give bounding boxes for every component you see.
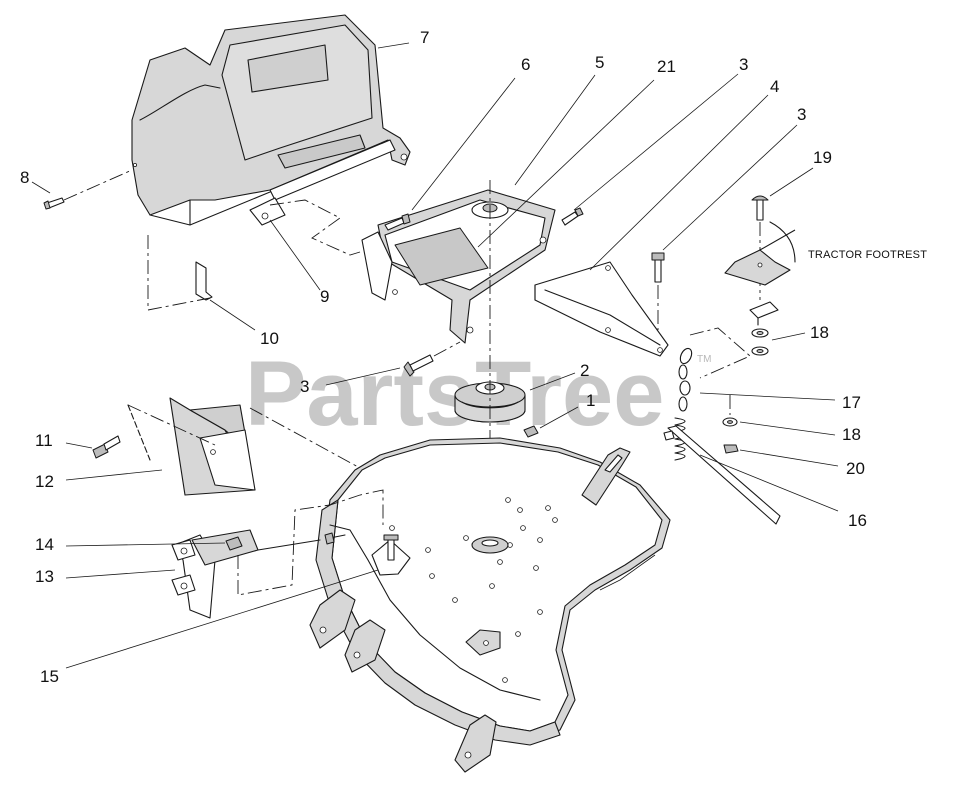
part-2-pulley[interactable]: [454, 381, 526, 423]
callout-3-left: 3: [300, 377, 309, 396]
part-17-chain[interactable]: [678, 347, 694, 412]
part-10-bracket[interactable]: [147, 235, 213, 311]
part-14-nut[interactable]: [225, 536, 243, 551]
part-3-bolt-left[interactable]: [403, 341, 461, 377]
part-20-nut[interactable]: [723, 444, 739, 454]
tractor-footrest: [724, 221, 796, 286]
part-13-bracket[interactable]: [171, 529, 346, 619]
part-6-bolt[interactable]: [384, 213, 411, 231]
callout-9: 9: [320, 287, 329, 306]
footrest-clip[interactable]: [749, 301, 779, 326]
part-12-chute[interactable]: [127, 397, 256, 496]
part-8-bolt[interactable]: [43, 162, 137, 210]
callout-16: 16: [848, 511, 867, 530]
part-3-bolt-upper[interactable]: [561, 207, 584, 226]
callout-11: 11: [35, 431, 53, 450]
callout-7: 7: [420, 28, 429, 47]
callout-13: 13: [35, 567, 54, 586]
callout-5: 5: [595, 53, 604, 72]
part-5-mount-bracket[interactable]: [361, 189, 556, 344]
callout-2: 2: [580, 361, 589, 380]
callout-14: 14: [35, 535, 54, 554]
part-16-spring-rod[interactable]: [663, 417, 781, 525]
part-18-washer-lower[interactable]: [722, 417, 738, 427]
watermark-tm: TM: [697, 354, 711, 365]
leader-lines: [31, 42, 839, 669]
part-4-bracket-plate[interactable]: [534, 261, 669, 357]
callout-18-lower: 18: [842, 425, 861, 444]
footrest-chain-link: [689, 327, 751, 379]
bracket-deck-link: [237, 489, 384, 596]
callout-15: 15: [40, 667, 59, 686]
part-11-screw[interactable]: [92, 435, 121, 459]
part-3-bolt-vertical[interactable]: [651, 252, 665, 330]
callout-17: 17: [842, 393, 861, 412]
callout-19: 19: [813, 148, 832, 167]
tractor-footrest-label: TRACTOR FOOTREST: [808, 249, 927, 261]
mower-deck: [309, 437, 671, 773]
callout-20: 20: [846, 459, 865, 478]
callout-3-top: 3: [739, 55, 748, 74]
callout-4: 4: [770, 77, 779, 96]
callout-3-right: 3: [797, 105, 806, 124]
callout-21: 21: [657, 57, 676, 76]
callout-6: 6: [521, 55, 530, 74]
part-7-seat[interactable]: [131, 14, 411, 226]
part-18-washers-upper[interactable]: [751, 328, 769, 356]
callout-labels: 7 8 6 5 21 3 4 3 19 TRACTOR FOOTREST 9 1…: [20, 28, 927, 686]
callout-8: 8: [20, 168, 29, 187]
callout-18-upper: 18: [810, 323, 829, 342]
callout-1: 1: [586, 391, 595, 410]
callout-10: 10: [260, 329, 279, 348]
seat-mount-link: [269, 199, 361, 256]
part-15-stud-plate[interactable]: [371, 534, 411, 576]
callout-12: 12: [35, 472, 54, 491]
part-1-nut[interactable]: [523, 425, 539, 438]
